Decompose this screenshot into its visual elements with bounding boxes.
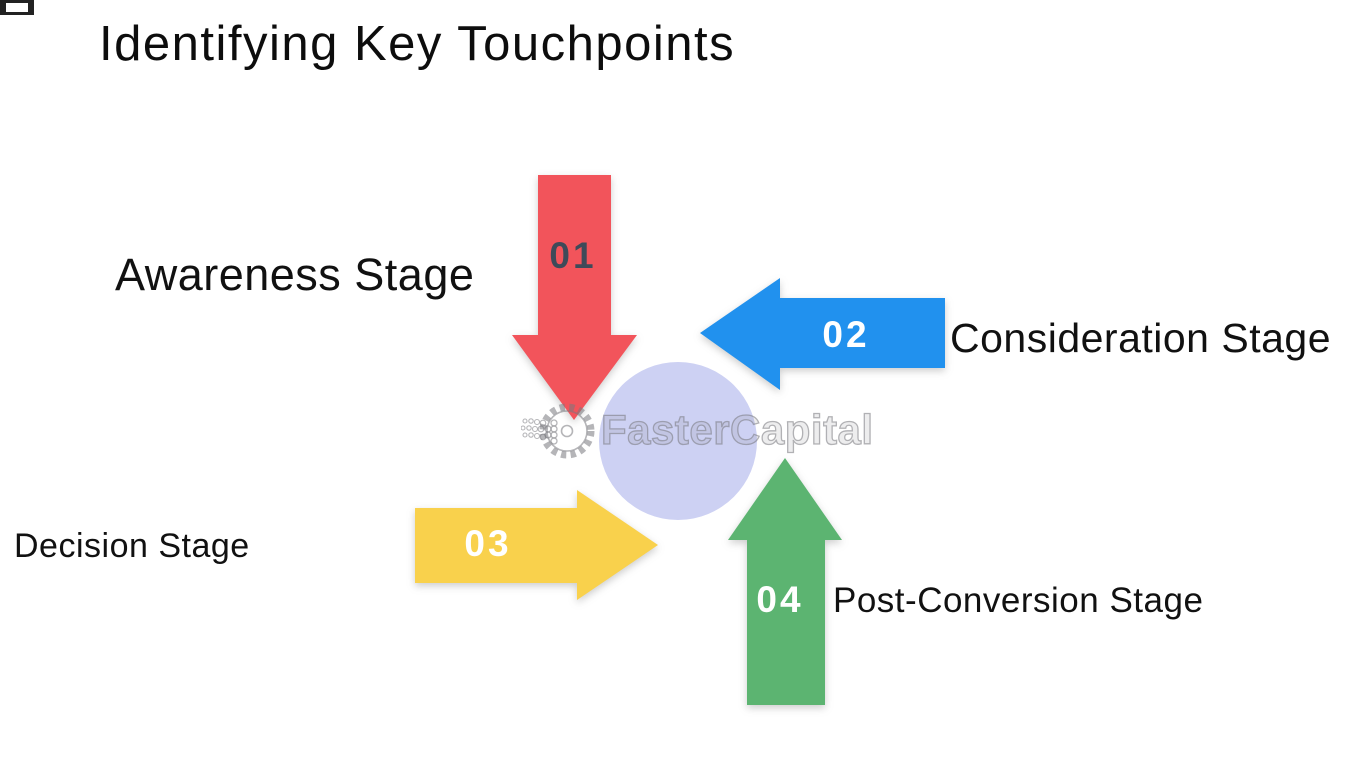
corner-artifact (0, 0, 34, 15)
stage-label-awareness: Awareness Stage (115, 249, 475, 300)
arrow-down-awareness (512, 175, 637, 420)
arrow-right-decision (415, 490, 658, 600)
arrow-left-consideration (700, 278, 945, 390)
center-circle (599, 362, 757, 520)
stage-number-01: 01 (549, 235, 596, 276)
page-title: Identifying Key Touchpoints (99, 17, 736, 71)
stage-label-consideration: Consideration Stage (950, 315, 1332, 361)
stage-label-decision: Decision Stage (14, 527, 250, 565)
corner-artifact-notch (6, 3, 28, 12)
stage-number-02: 02 (822, 314, 869, 355)
arrow-up-postconversion (728, 458, 842, 705)
stage-number-04: 04 (756, 579, 803, 620)
stage-number-03: 03 (464, 523, 511, 564)
stage-label-post-conversion: Post-Conversion Stage (833, 581, 1204, 620)
